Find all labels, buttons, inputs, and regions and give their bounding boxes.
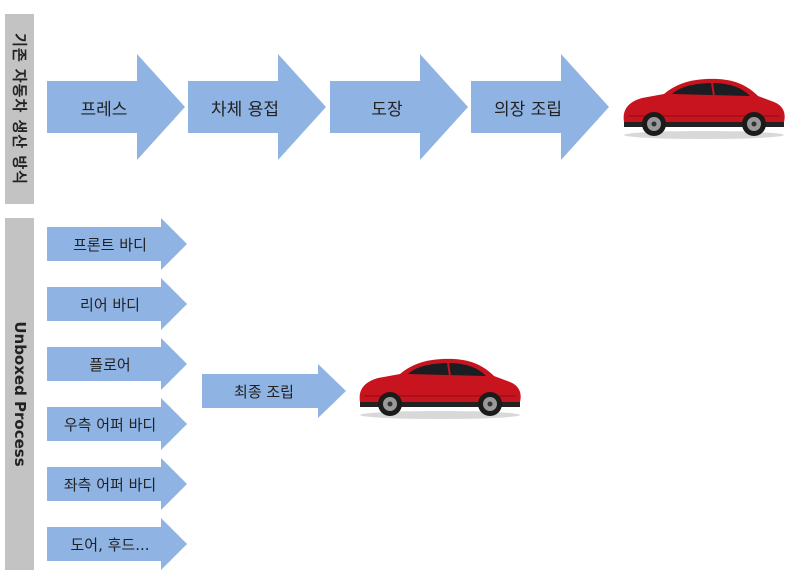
module-arrow-right-upper-body: 우측 어퍼 바디 <box>47 398 187 450</box>
car-image-traditional <box>620 72 788 144</box>
step-label-assembly: 의장 조립 <box>494 99 562 120</box>
step-arrow-paint: 도장 <box>330 54 468 160</box>
unboxed-label-text: Unboxed Process <box>10 321 29 467</box>
module-label-floor: 플로어 <box>89 355 131 374</box>
module-arrow-door-hood: 도어, 후드... <box>47 518 187 570</box>
step-label-body-welding: 차체 용접 <box>211 99 279 120</box>
module-arrow-front-body: 프론트 바디 <box>47 218 187 270</box>
step-label-paint: 도장 <box>371 99 403 120</box>
module-label-rear-body: 리어 바디 <box>80 295 140 314</box>
module-label-door-hood: 도어, 후드... <box>70 535 150 554</box>
module-label-right-upper-body: 우측 어퍼 바디 <box>63 415 157 434</box>
module-label-front-body: 프론트 바디 <box>73 235 147 254</box>
unboxed-section-label: Unboxed Process <box>5 218 34 570</box>
step-arrow-assembly: 의장 조립 <box>471 54 609 160</box>
step-arrow-press: 프레스 <box>47 54 185 160</box>
step-label-press: 프레스 <box>80 99 128 120</box>
step-arrow-body-welding: 차체 용접 <box>188 54 326 160</box>
module-arrow-left-upper-body: 좌측 어퍼 바디 <box>47 458 187 510</box>
module-label-left-upper-body: 좌측 어퍼 바디 <box>63 475 157 494</box>
final-assembly-arrow: 최종 조립 <box>202 364 346 418</box>
car-image-unboxed <box>356 352 524 424</box>
module-arrow-rear-body: 리어 바디 <box>47 278 187 330</box>
traditional-label-text: 기존 자동차 생산 방식 <box>10 33 28 185</box>
traditional-section-label: 기존 자동차 생산 방식 <box>5 14 34 204</box>
module-arrow-floor: 플로어 <box>47 338 187 390</box>
final-assembly-label: 최종 조립 <box>234 382 294 401</box>
